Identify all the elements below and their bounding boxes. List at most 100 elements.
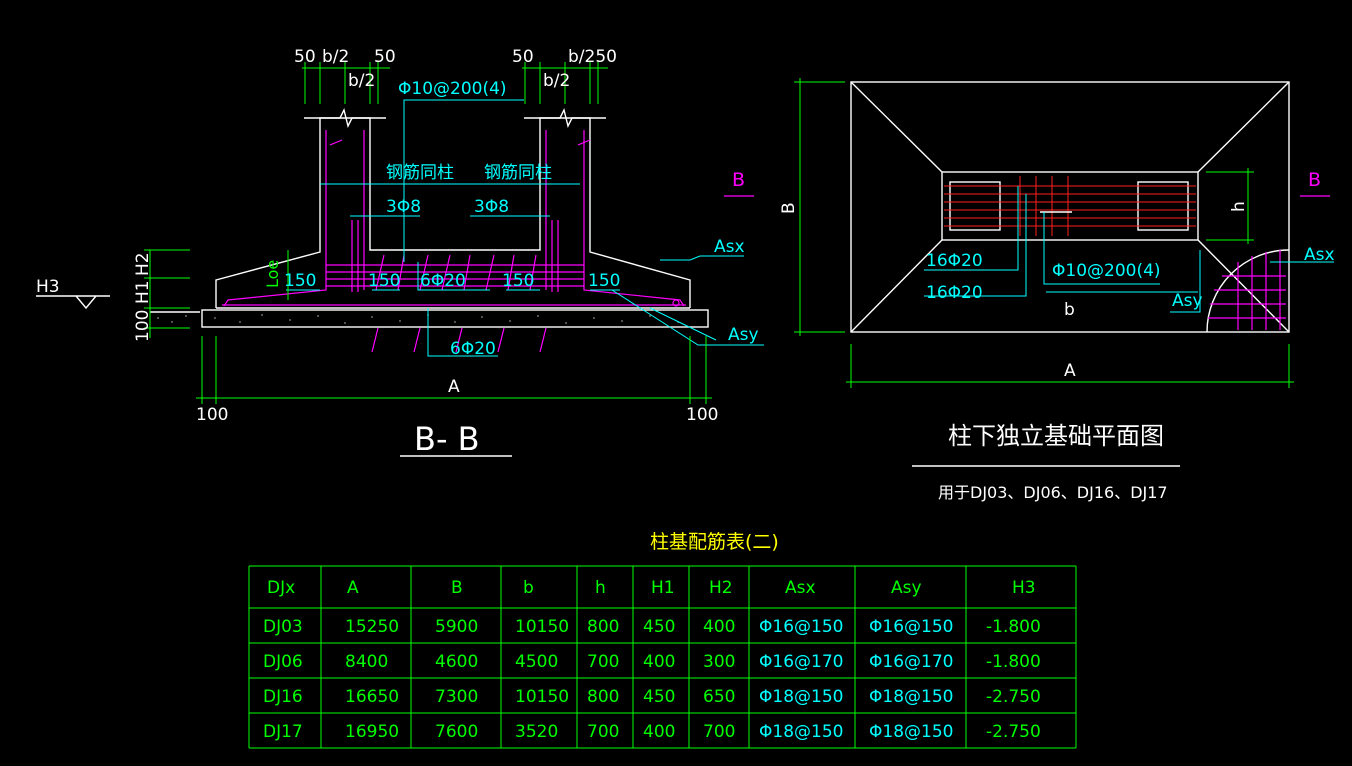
plan-stirrup-label: Φ10@200(4) bbox=[1052, 261, 1161, 281]
table-cell: DJ16 bbox=[263, 687, 303, 707]
section-mark-left: B bbox=[732, 169, 745, 191]
label-asx-section: Asx bbox=[714, 237, 745, 257]
table-cell: Φ16@150 bbox=[869, 617, 953, 637]
elevation-symbol bbox=[36, 295, 110, 310]
table-cell: Φ16@150 bbox=[759, 617, 843, 637]
table-cell: 15250 bbox=[345, 617, 399, 637]
table-header-cell: Asx bbox=[785, 578, 816, 598]
table-cell: 450 bbox=[643, 617, 675, 637]
label-h3: H3 bbox=[36, 277, 60, 297]
dim-150-c: 150 bbox=[502, 271, 534, 291]
table-header-cell: h bbox=[595, 578, 606, 598]
table-header-cell: DJx bbox=[267, 578, 295, 598]
table-cell: 3520 bbox=[515, 722, 558, 742]
bedding-layer bbox=[201, 309, 709, 328]
section-view bbox=[36, 62, 764, 457]
dim-150-a: 150 bbox=[284, 271, 316, 291]
table-cell: -1.800 bbox=[986, 652, 1041, 672]
label-h2: H2 bbox=[133, 252, 153, 276]
table-cell: DJ06 bbox=[263, 652, 303, 672]
table-cell: DJ17 bbox=[263, 722, 303, 742]
footing-plan-outline bbox=[850, 81, 1290, 333]
rebar-same-right: 钢筋同柱 bbox=[484, 163, 552, 183]
table-cell: 450 bbox=[643, 687, 675, 707]
label-a-section: A bbox=[448, 377, 460, 397]
plan-title: 柱下独立基础平面图 bbox=[948, 422, 1164, 450]
table-cell: 7300 bbox=[435, 687, 478, 707]
table-cell: DJ03 bbox=[263, 617, 303, 637]
dim-50-c: 50 bbox=[512, 47, 534, 67]
table-header-cell: H3 bbox=[1012, 578, 1036, 598]
table-cell: Φ18@150 bbox=[869, 687, 953, 707]
table-cell: 16950 bbox=[345, 722, 399, 742]
table-cell: 8400 bbox=[345, 652, 388, 672]
table-cell: 700 bbox=[703, 722, 735, 742]
dim-150-b: 150 bbox=[368, 271, 400, 291]
column-break-left bbox=[304, 107, 386, 129]
table-cell: 700 bbox=[587, 652, 619, 672]
dim-100-left: 100 bbox=[196, 405, 228, 425]
table-cell: Φ18@150 bbox=[759, 722, 843, 742]
plan-subtitle: 用于DJ03、DJ06、DJ16、DJ17 bbox=[938, 483, 1168, 502]
section-dimensions bbox=[144, 62, 712, 404]
label-small-b-plan: b bbox=[1064, 300, 1075, 320]
top-16phi20: 16Φ20 bbox=[926, 251, 983, 271]
footing-outline bbox=[215, 117, 691, 308]
table-cell: 700 bbox=[587, 722, 619, 742]
section-leaders bbox=[286, 99, 764, 357]
table-header-cell: B bbox=[451, 578, 463, 598]
plan-leaders bbox=[924, 186, 1334, 313]
label-asy-plan: Asy bbox=[1172, 291, 1203, 311]
table-header-cell: b bbox=[523, 578, 534, 598]
tie-left: 3Φ8 bbox=[386, 197, 421, 217]
column-break-right bbox=[524, 107, 606, 129]
dim-150-d: 150 bbox=[588, 271, 620, 291]
plan-view bbox=[794, 78, 1334, 467]
bedding-hatch bbox=[157, 314, 679, 324]
dim-b2-a: b/2 bbox=[322, 47, 349, 67]
label-100-v: 100 bbox=[133, 310, 153, 342]
plan-rebar bbox=[944, 176, 1196, 236]
section-title: B- B bbox=[414, 420, 480, 458]
dim-100-right: 100 bbox=[686, 405, 718, 425]
corner-arc bbox=[1206, 249, 1290, 333]
table-cell: 4600 bbox=[435, 652, 478, 672]
plan-dimensions bbox=[794, 78, 1294, 388]
label-asy-section: Asy bbox=[728, 325, 759, 345]
dim-b2-c: b/2 bbox=[543, 71, 570, 91]
bottom-16phi20: 16Φ20 bbox=[926, 283, 983, 303]
table-cell: -2.750 bbox=[986, 687, 1041, 707]
table-cell: 400 bbox=[703, 617, 735, 637]
stirrup-label: Φ10@200(4) bbox=[398, 79, 507, 99]
column-left-plan bbox=[949, 181, 1001, 231]
table-cell: 400 bbox=[643, 652, 675, 672]
table-cell: 16650 bbox=[345, 687, 399, 707]
table-cell: 7600 bbox=[435, 722, 478, 742]
table-cell: Φ16@170 bbox=[759, 652, 843, 672]
label-asx-plan: Asx bbox=[1304, 245, 1335, 265]
column-right-plan bbox=[1137, 181, 1189, 231]
table-cell: 800 bbox=[587, 617, 619, 637]
dim-b250: b/250 bbox=[568, 47, 617, 67]
label-h-plan: h bbox=[1229, 201, 1249, 212]
section-mark-right: B bbox=[1308, 169, 1321, 191]
rebar-section bbox=[222, 130, 686, 353]
table-header-cell: H1 bbox=[651, 578, 675, 598]
table-cell: 10150 bbox=[515, 617, 569, 637]
table-cell: 5900 bbox=[435, 617, 478, 637]
bottom-6phi20: 6Φ20 bbox=[450, 339, 496, 359]
corner-rebar bbox=[1208, 250, 1286, 330]
table-cell: -2.750 bbox=[986, 722, 1041, 742]
table-cell: 10150 bbox=[515, 687, 569, 707]
table-cell: 4500 bbox=[515, 652, 558, 672]
pedestal-plan bbox=[941, 171, 1199, 241]
label-loe: Loe bbox=[263, 260, 282, 288]
dim-50-b: 50 bbox=[374, 47, 396, 67]
table-header-cell: Asy bbox=[891, 578, 922, 598]
table-cell: Φ18@150 bbox=[759, 687, 843, 707]
label-a-plan: A bbox=[1064, 361, 1076, 381]
table-header-cell: A bbox=[347, 578, 359, 598]
dim-b2-b: b/2 bbox=[348, 71, 375, 91]
